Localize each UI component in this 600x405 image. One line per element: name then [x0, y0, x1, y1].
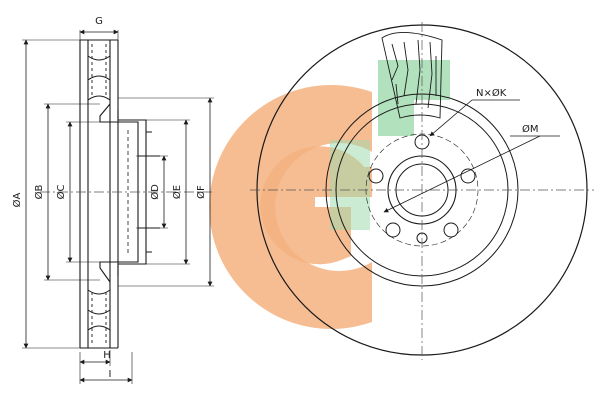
label-dia-d: ØD — [149, 184, 161, 200]
hat-section — [99, 103, 139, 283]
vent-channels — [87, 44, 111, 344]
label-g: G — [95, 16, 103, 27]
vent-detail-cutaway — [381, 32, 443, 119]
logo-green-bar — [330, 140, 370, 230]
diameter-dimensions — [23, 39, 213, 349]
bolt-hole — [368, 168, 384, 184]
bolt-hole — [460, 168, 476, 184]
logo-inner-g — [260, 146, 372, 265]
bolt-hole — [443, 222, 459, 238]
label-dia-c: ØC — [55, 185, 67, 200]
logo-outer-g — [209, 85, 372, 329]
bolt-hole — [385, 222, 401, 238]
label-dia-a: ØA — [11, 192, 23, 207]
label-dia-b: ØB — [33, 184, 45, 199]
logo-green-accent — [378, 60, 450, 136]
front-center-lines — [250, 22, 594, 360]
label-i: I — [109, 369, 112, 380]
leader-dia-m — [383, 135, 541, 213]
label-dia-e: ØE — [171, 185, 183, 199]
leader-bolts — [429, 99, 473, 137]
watermark-logo — [209, 60, 450, 329]
thickness-dimensions — [79, 29, 133, 383]
label-h: H — [103, 350, 111, 361]
label-dia-m: ØM — [522, 123, 539, 135]
leader-lines — [383, 99, 560, 213]
label-dia-f: ØF — [195, 185, 207, 199]
label-bolts: N×ØK — [476, 87, 507, 99]
side-section-view — [79, 39, 160, 349]
